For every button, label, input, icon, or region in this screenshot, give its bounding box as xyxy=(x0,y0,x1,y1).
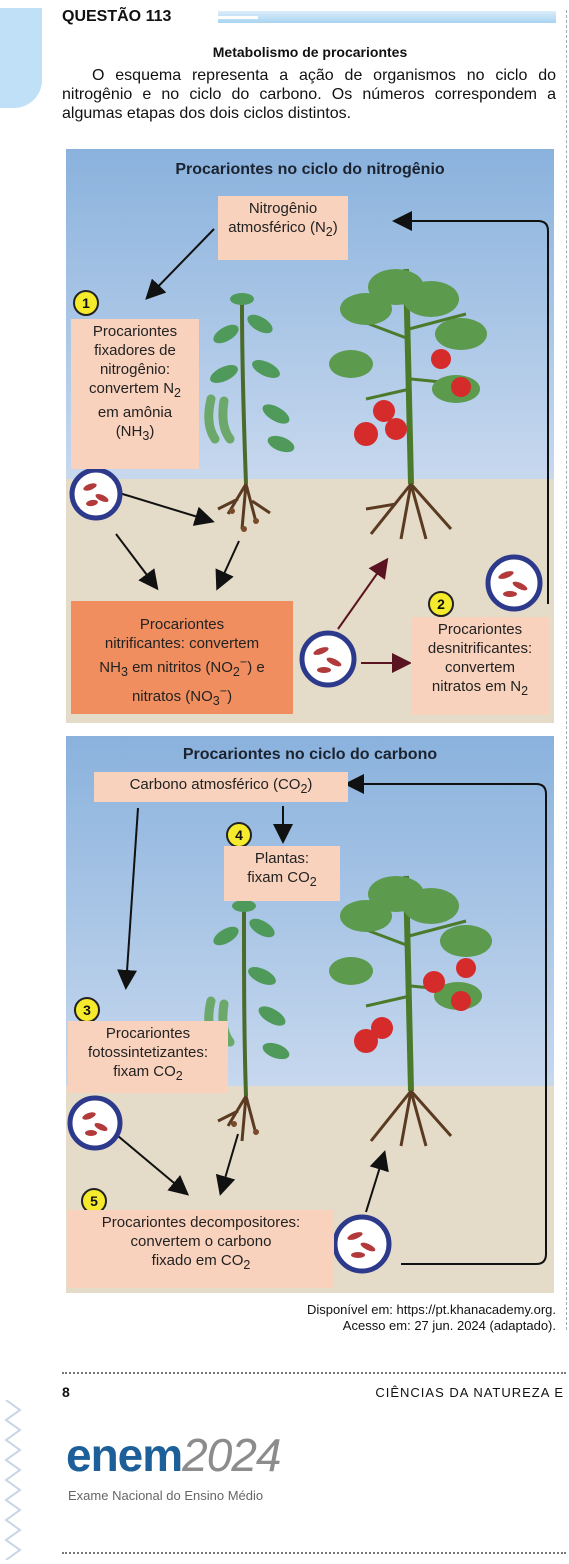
plants-box: Plantas: fixam CO2 xyxy=(224,846,340,901)
nitrifying-box: Procariontes nitrificantes: convertem NH… xyxy=(71,601,293,714)
enem-logo: enem2024 xyxy=(66,1429,282,1481)
step-badge-3: 3 xyxy=(74,997,100,1023)
bottom-divider xyxy=(62,1552,566,1554)
question-number: QUESTÃO 113 xyxy=(62,8,172,25)
watermark-pattern-icon xyxy=(4,1400,22,1560)
photosynthesizers-box: Procariontes fotossintetizantes: fixam C… xyxy=(68,1021,228,1093)
question-subtitle: Metabolismo de procariontes xyxy=(212,44,408,60)
bacteria-circle-icon xyxy=(299,630,357,688)
step-badge-2: 2 xyxy=(428,591,454,617)
legume-plant-illustration xyxy=(204,293,295,532)
tomato-plant-illustration xyxy=(329,875,492,1147)
tomato-plant-illustration xyxy=(329,268,487,540)
side-tab-decoration xyxy=(0,8,42,108)
column-divider xyxy=(566,10,567,1330)
nitrogen-illustration xyxy=(69,211,549,688)
page-number: 8 xyxy=(62,1384,70,1400)
step-badge-1: 1 xyxy=(73,290,99,316)
bacteria-circle-icon xyxy=(332,1214,392,1274)
step-badge-4: 4 xyxy=(226,822,252,848)
footer-divider xyxy=(62,1372,566,1374)
question-header-bar xyxy=(218,11,556,23)
step-badge-5: 5 xyxy=(81,1188,107,1214)
bacteria-circle-icon xyxy=(485,554,543,612)
carbon-cycle-diagram: Procariontes no ciclo do carbono Carbono… xyxy=(66,736,554,1293)
bacteria-circle-icon xyxy=(69,467,123,521)
question-header-bar-notch xyxy=(218,16,258,19)
question-text: O esquema representa a ação de organismo… xyxy=(62,67,556,122)
source-citation: Disponível em: https://pt.khanacademy.or… xyxy=(306,1302,556,1333)
nitrogen-cycle-diagram: Procariontes no ciclo do nitrogênio Nitr… xyxy=(66,149,554,723)
decomposers-box: Procariontes decompositores: convertem o… xyxy=(68,1210,334,1288)
bacteria-circle-icon xyxy=(67,1095,123,1151)
denitrifying-box: Procariontes desnitrificantes: convertem… xyxy=(411,617,549,715)
arrow-atm-to-fixers xyxy=(145,228,215,300)
nitrogen-fixers-box: Procariontes fixadores de nitrogênio: co… xyxy=(71,319,199,469)
enem-tagline: Exame Nacional do Ensino Médio xyxy=(68,1488,264,1503)
atmospheric-carbon-box: Carbono atmosférico (CO2) xyxy=(94,772,348,802)
subject-area: CIÊNCIAS DA NATUREZA E xyxy=(375,1385,564,1400)
nitrogen-panel-title: Procariontes no ciclo do nitrogênio xyxy=(175,161,445,178)
atmospheric-nitrogen-box: Nitrogênio atmosférico (N2) xyxy=(218,196,348,260)
carbon-illustration xyxy=(67,774,547,1274)
carbon-panel-title: Procariontes no ciclo do carbono xyxy=(182,746,438,763)
